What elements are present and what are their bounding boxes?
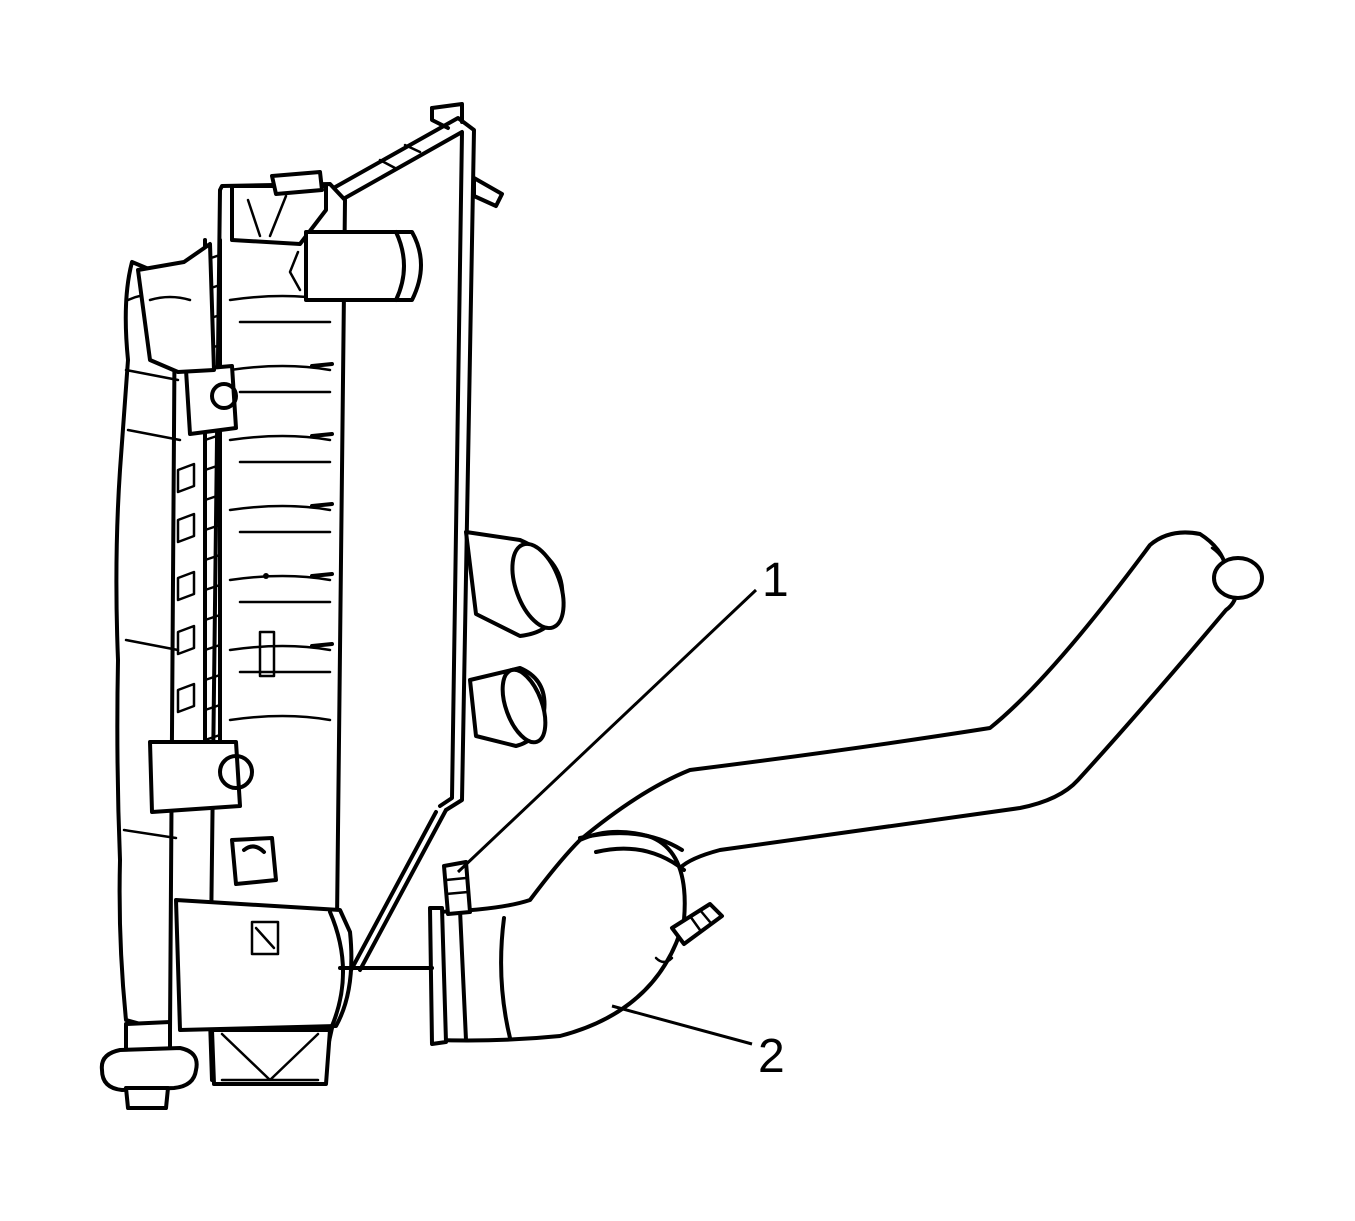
callout-2: 2 xyxy=(611,1004,785,1083)
leader-line-1 xyxy=(456,588,758,874)
left-outer-tank xyxy=(114,260,196,1034)
leader-line-2 xyxy=(611,1004,753,1046)
cooler-fittings xyxy=(464,530,566,748)
callout-label-1: 1 xyxy=(762,554,789,607)
radiator-core-frame xyxy=(328,102,504,974)
callout-1: 1 xyxy=(456,554,789,874)
center-tank xyxy=(148,170,354,1086)
drain-plug xyxy=(99,1020,199,1110)
upper-outlet-pipe xyxy=(288,230,423,302)
left-elbow-pipe xyxy=(136,242,216,374)
lower-radiator-hose xyxy=(428,530,1264,1046)
radiator-assembly xyxy=(99,102,566,1110)
callout-label-2: 2 xyxy=(758,1030,785,1083)
